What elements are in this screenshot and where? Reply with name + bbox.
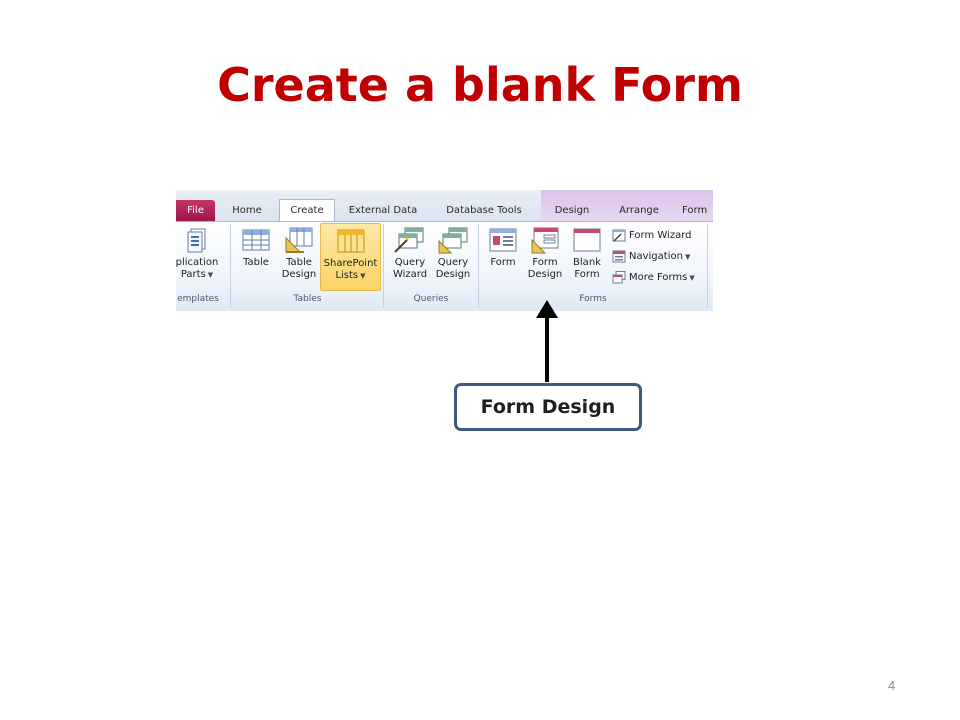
group-label-forms: Forms [579,294,607,304]
group-label-queries: Queries [413,294,449,304]
more-forms-button[interactable]: More Forms▼ [612,269,695,287]
blank-form-label-line2: Form [574,269,600,280]
tab-form[interactable]: Form [682,205,708,216]
form-design-label-line2: Design [527,269,563,280]
table-button[interactable]: Table [236,226,276,269]
tab-database-tools[interactable]: Database Tools [446,205,522,216]
more-forms-icon [612,270,626,283]
form-label: Form [490,257,516,268]
group-separator [383,224,384,308]
group-separator [230,224,231,308]
application-parts-button[interactable]: plication Parts▼ [176,226,226,281]
ribbon-screenshot: File Home Create External Data Database … [176,190,713,311]
group-separator [707,224,708,308]
query-design-label-line1: Query [437,257,469,268]
group-separator [478,224,479,308]
sharepoint-lists-icon [337,229,364,253]
form-wizard-button[interactable]: Form Wizard [612,227,691,245]
tab-create[interactable]: Create [279,199,335,222]
svg-text:✦: ✦ [404,234,411,243]
tab-arrange[interactable]: Arrange [619,205,659,216]
sharepoint-lists-label-line1: SharePoint [323,258,378,269]
table-design-label-line2: Design [281,269,317,280]
form-icon [489,228,517,252]
group-label-templates: emplates [177,294,219,304]
form-design-callout: Form Design [454,383,642,431]
application-parts-icon [187,228,206,253]
table-design-icon [285,227,313,253]
form-wizard-label: Form Wizard [629,230,692,241]
callout-arrow-line [545,312,549,382]
table-icon [242,229,270,251]
blank-form-label-line1: Blank [573,257,601,268]
dropdown-arrow-icon: ▼ [684,253,691,261]
dropdown-arrow-icon: ▼ [689,274,695,282]
application-parts-label-line1: plication [176,257,219,268]
table-design-button[interactable]: Table Design [279,226,319,281]
navigation-label: Navigation [629,251,683,262]
blank-form-button[interactable]: Blank Form [568,226,606,281]
table-design-label-line1: Table [286,257,312,268]
form-button[interactable]: Form [484,226,522,269]
navigation-icon [612,250,626,262]
dropdown-arrow-icon: ▼ [207,271,214,279]
form-wizard-icon [612,229,626,241]
sharepoint-lists-button[interactable]: SharePoint Lists▼ [320,223,381,291]
application-parts-label-line2: Parts▼ [180,269,214,280]
tab-external-data[interactable]: External Data [348,205,418,216]
more-forms-label: More Forms [629,272,688,283]
table-label: Table [243,257,269,268]
blank-form-icon [573,228,601,252]
navigation-button[interactable]: Navigation▼ [612,248,690,266]
tab-file[interactable]: File [176,200,215,221]
tab-design[interactable]: Design [554,205,590,216]
contextual-tools-band [541,190,713,221]
query-wizard-button[interactable]: ✦ Query Wizard [388,226,432,281]
sharepoint-lists-label-line2: Lists▼ [335,270,366,281]
slide-title: Create a blank Form [217,58,743,112]
query-wizard-label-line2: Wizard [392,269,428,280]
dropdown-arrow-icon: ▼ [360,272,366,280]
query-wizard-icon: ✦ [394,227,424,253]
query-design-button[interactable]: Query Design [432,226,474,281]
query-wizard-label-line1: Query [394,257,426,268]
form-design-icon [531,227,559,254]
query-design-icon [438,227,468,254]
form-design-button[interactable]: Form Design [524,226,566,281]
callout-arrow-head [536,300,558,318]
form-design-label-line1: Form [532,257,558,268]
tab-home[interactable]: Home [232,205,262,216]
query-design-label-line2: Design [435,269,471,280]
page-number: 4 [888,678,896,693]
group-label-tables: Tables [293,294,322,304]
